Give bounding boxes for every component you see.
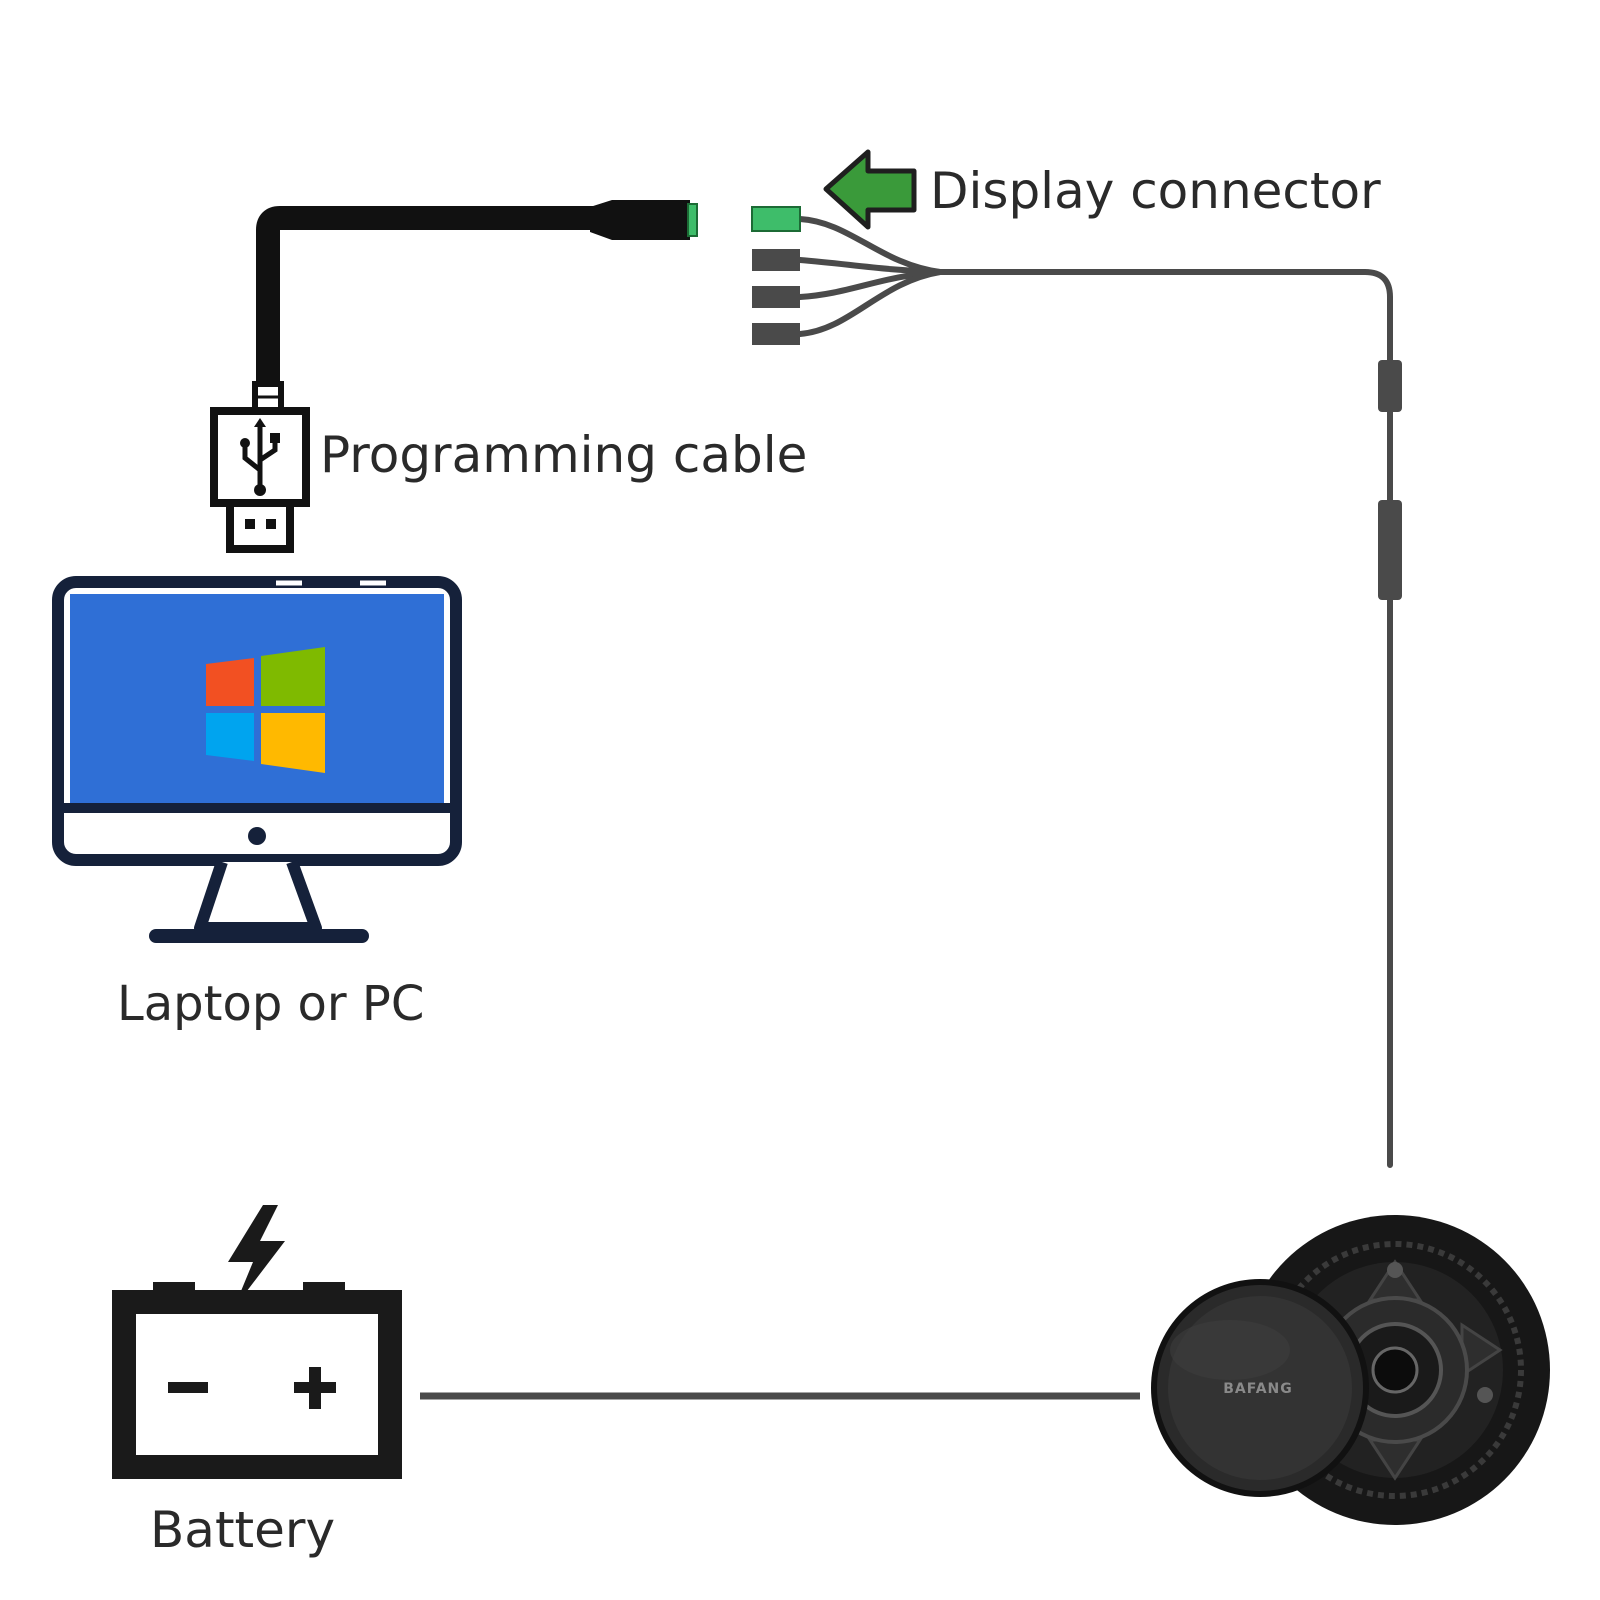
usb-icon bbox=[210, 381, 310, 553]
motor-harness-cable bbox=[797, 216, 1393, 1168]
programming-cable bbox=[256, 200, 698, 385]
battery-icon bbox=[112, 1205, 402, 1479]
display-connector-green bbox=[751, 206, 801, 232]
battery-label: Battery bbox=[150, 1501, 336, 1559]
lightning-icon bbox=[228, 1205, 285, 1308]
display-connector-label: Display connector bbox=[930, 162, 1381, 220]
motor-brand-text: BAFANG bbox=[1223, 1381, 1293, 1397]
mid-drive-motor: BAFANG bbox=[1151, 1215, 1550, 1525]
arrow-left-icon bbox=[823, 149, 917, 230]
harness-connectors bbox=[751, 206, 1402, 600]
monitor-icon bbox=[52, 576, 462, 943]
programming-cable-green-tip bbox=[687, 203, 698, 237]
windows-logo bbox=[206, 647, 325, 773]
programming-cable-label: Programming cable bbox=[320, 426, 808, 484]
computer-label: Laptop or PC bbox=[117, 976, 425, 1032]
